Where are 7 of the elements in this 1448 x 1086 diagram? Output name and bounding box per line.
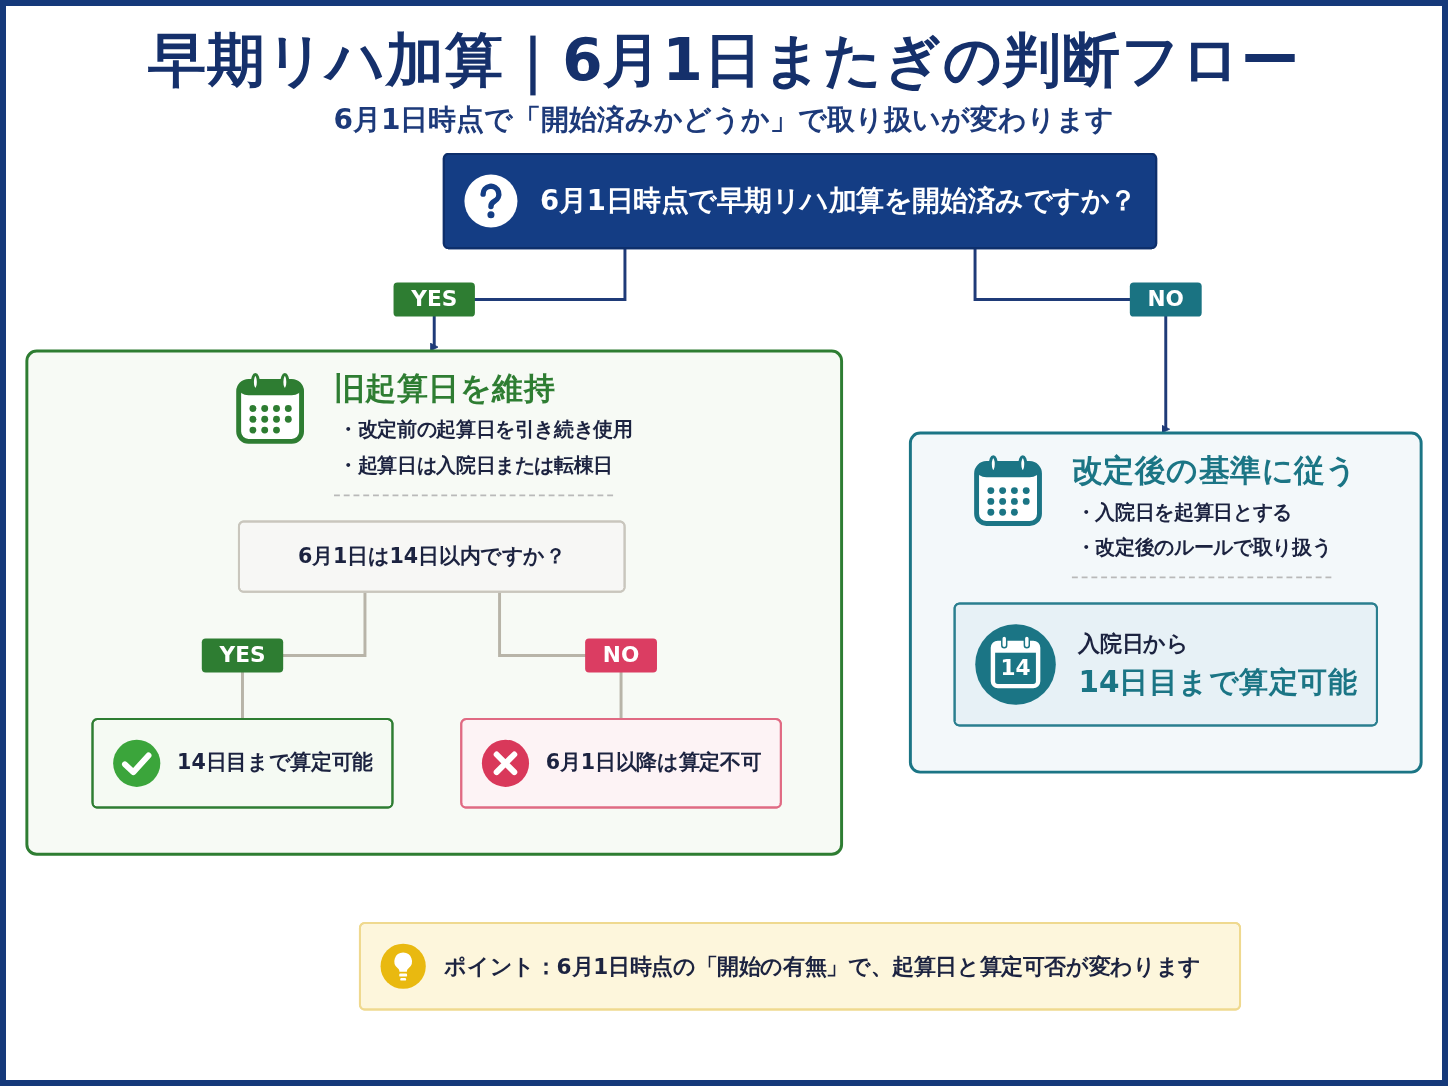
subtitle: 6月1日時点で「開始済みかどうか」で取り扱いが変わります: [333, 101, 1115, 138]
edge-label: YES: [411, 286, 458, 312]
date-number: 14: [999, 655, 1032, 682]
page-title: 早期リハ加算｜6月1日またぎの判断フロー: [148, 26, 1300, 96]
edge-label: NO: [1147, 286, 1184, 312]
edge-label: YES: [219, 642, 266, 667]
edge-label: NO: [602, 642, 640, 667]
